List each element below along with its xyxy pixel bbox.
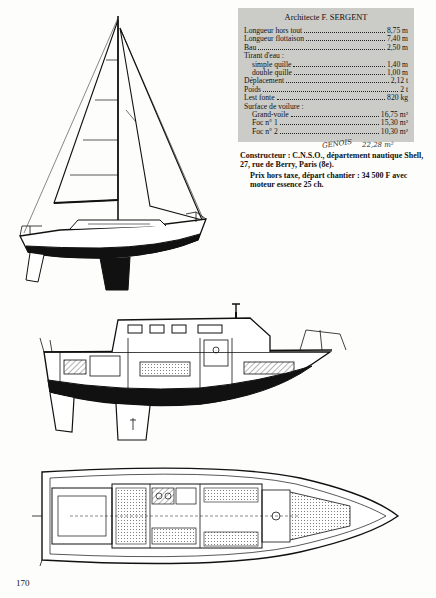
spec-table: Architecte F. SERGENT Longueur hors tout 8… bbox=[238, 8, 414, 142]
page-number: 170 bbox=[16, 578, 30, 588]
spec-label: Lest fonte bbox=[244, 94, 275, 102]
spec-value: 7,40 m bbox=[387, 35, 408, 43]
dot-leader bbox=[293, 66, 384, 67]
spec-value: 1,00 m bbox=[387, 69, 408, 77]
spec-value: 8,75 m bbox=[387, 27, 408, 35]
spec-label: Longueur flottaison bbox=[244, 35, 304, 43]
builder-note: Constructeur : C.N.S.O., département nau… bbox=[240, 151, 424, 169]
spec-row: Déplacement 2,12 t bbox=[244, 77, 408, 85]
handwritten-note: 22,28 m² bbox=[362, 141, 394, 149]
spec-label: Surface de voilure : bbox=[244, 103, 304, 111]
spec-label: Tirant d'eau : bbox=[244, 52, 284, 60]
spec-row: Lest fonte 820 kg bbox=[244, 94, 408, 102]
spec-row: Grand-voile 16,75 m² bbox=[244, 111, 408, 119]
spec-label: simple quille bbox=[252, 61, 291, 69]
spec-label: Foc n° 1 bbox=[252, 119, 278, 127]
price-note: Prix hors taxe, départ chantier : 34 500… bbox=[250, 171, 424, 189]
spec-label: Bau bbox=[244, 44, 256, 52]
spec-value: 2,50 m bbox=[387, 44, 408, 52]
spec-row: Surface de voilure : bbox=[244, 103, 408, 111]
spec-row: Architecte F. SERGENT bbox=[244, 12, 408, 23]
spec-row: Tirant d'eau : bbox=[244, 52, 408, 60]
spec-value: 15,30 m² bbox=[381, 119, 408, 127]
spec-value: 1,40 m bbox=[387, 61, 408, 69]
spec-row: simple quille 1,40 m bbox=[244, 61, 408, 69]
spec-value: 820 kg bbox=[387, 94, 408, 102]
spec-label: double quille bbox=[252, 69, 292, 77]
dot-leader bbox=[304, 32, 385, 33]
dot-leader bbox=[263, 91, 398, 92]
spec-value: 2,12 t bbox=[391, 77, 408, 85]
spec-label: Foc n° 2 bbox=[252, 128, 278, 136]
sail-plan bbox=[20, 16, 206, 290]
spec-row: double quille 1,00 m bbox=[244, 69, 408, 77]
architect-heading: Architecte F. SERGENT bbox=[285, 12, 368, 23]
section-profile bbox=[40, 304, 346, 440]
spec-row: Bau 2,50 m bbox=[244, 44, 408, 52]
spec-row: Foc n° 1 15,30 m² bbox=[244, 119, 408, 127]
dot-leader bbox=[277, 99, 386, 100]
dot-leader bbox=[286, 82, 389, 83]
deck-plan bbox=[32, 468, 398, 566]
dot-leader bbox=[306, 40, 385, 41]
dot-leader bbox=[258, 49, 385, 50]
spec-value: 16,75 m² bbox=[381, 111, 408, 119]
spec-label: Grand-voile bbox=[252, 111, 289, 119]
spec-value: 10,30 m² bbox=[381, 128, 408, 136]
spec-label: Poids bbox=[244, 86, 261, 94]
dot-leader bbox=[280, 133, 379, 134]
dot-leader bbox=[294, 74, 385, 75]
dot-leader bbox=[291, 116, 379, 117]
spec-label: Déplacement bbox=[244, 77, 284, 85]
spec-row: Longueur hors tout 8,75 m bbox=[244, 27, 408, 35]
spec-label: Longueur hors tout bbox=[244, 27, 302, 35]
spec-row: Longueur flottaison 7,40 m bbox=[244, 35, 408, 43]
spec-value: 2 t bbox=[400, 86, 408, 94]
spec-row: Poids 2 t bbox=[244, 86, 408, 94]
spec-row: Foc n° 2 10,30 m² bbox=[244, 128, 408, 136]
dot-leader bbox=[280, 124, 379, 125]
